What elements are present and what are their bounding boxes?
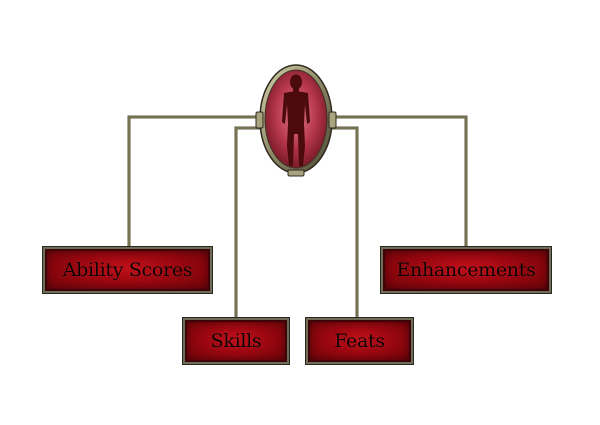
character-portrait[interactable]: [250, 62, 342, 180]
enhancements-label: Enhancements: [396, 259, 536, 281]
ability-scores-button[interactable]: Ability Scores: [42, 246, 213, 294]
connector-ability-scores: [127, 115, 258, 247]
ability-scores-label: Ability Scores: [62, 259, 193, 281]
enhancements-button[interactable]: Enhancements: [380, 246, 552, 294]
connector-enhancements: [333, 115, 468, 247]
bottom-clasp-icon: [287, 169, 305, 177]
right-clasp-icon: [328, 111, 337, 129]
character-silhouette-icon: [282, 74, 310, 166]
skills-label: Skills: [210, 330, 262, 352]
skills-button[interactable]: Skills: [182, 317, 290, 365]
left-clasp-icon: [255, 111, 264, 129]
feats-button[interactable]: Feats: [305, 317, 414, 365]
feats-label: Feats: [334, 330, 385, 352]
